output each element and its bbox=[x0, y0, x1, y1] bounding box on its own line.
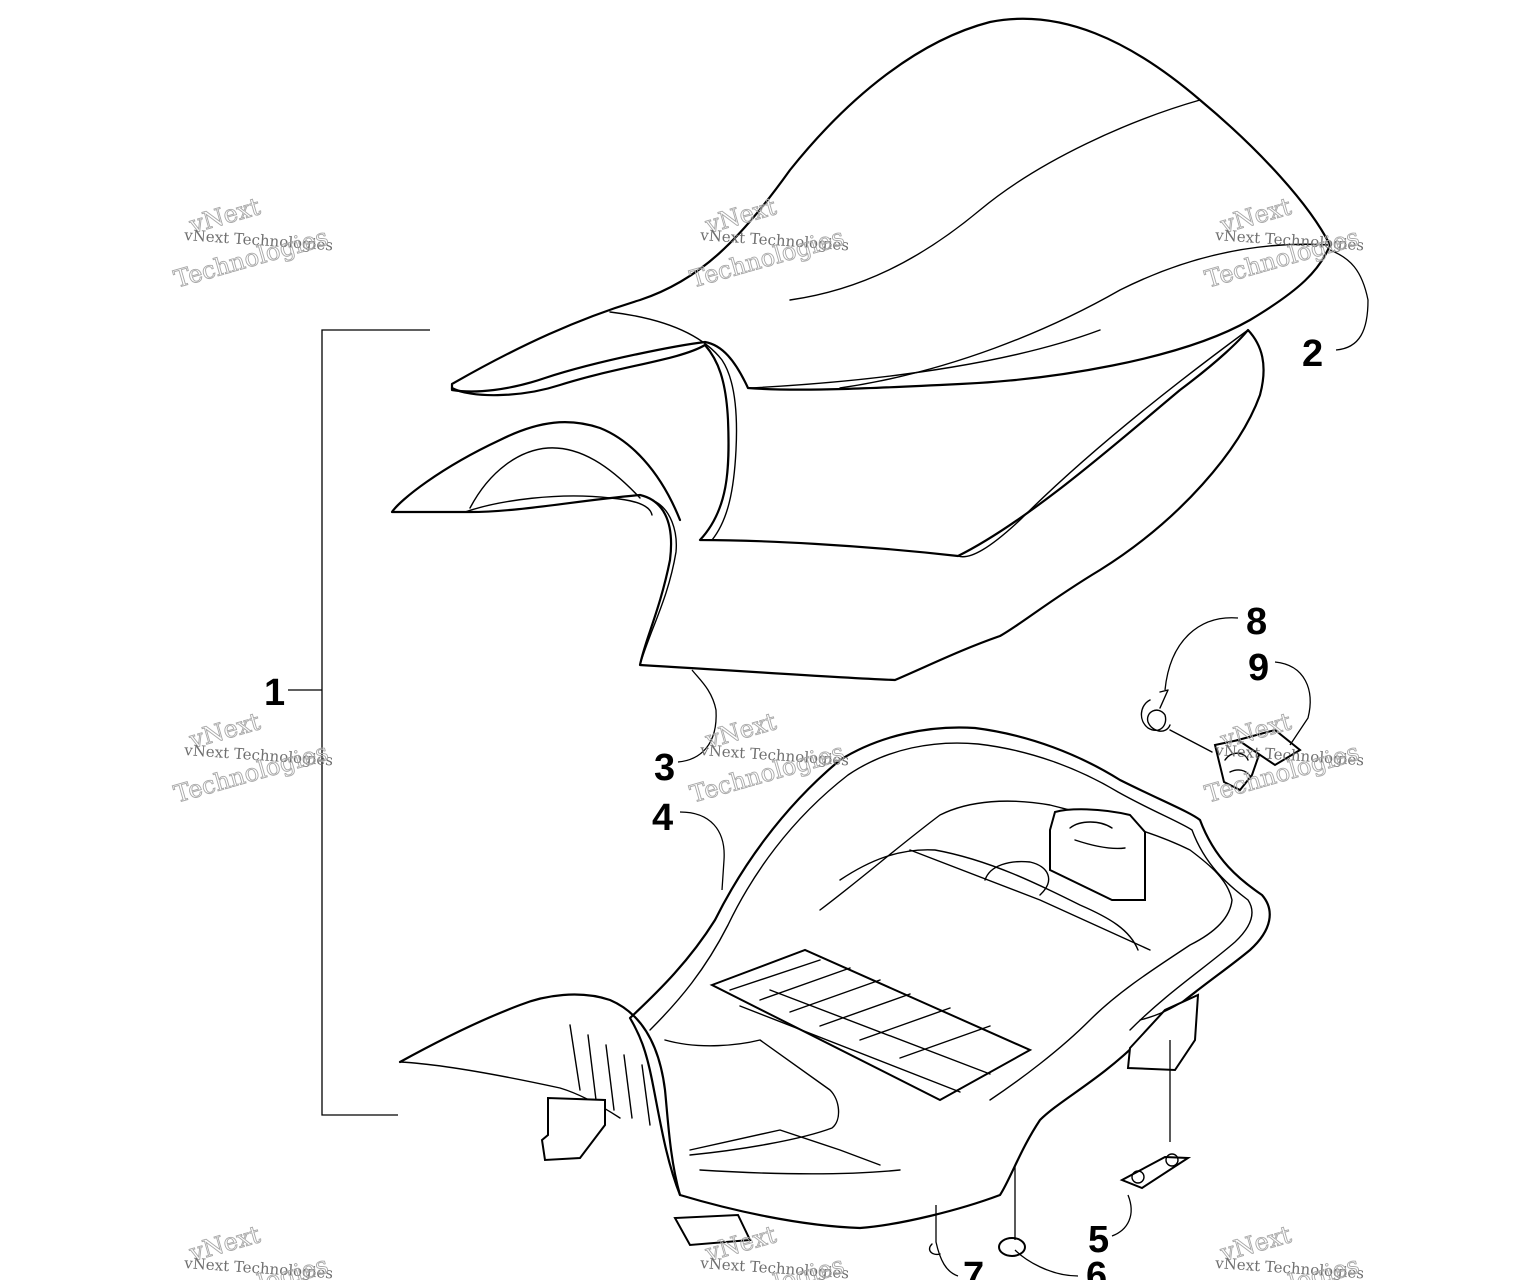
watermarks: vNext vNext Technologies Technologies vN… bbox=[170, 192, 1364, 1280]
seat-pan bbox=[398, 726, 1271, 1247]
seat-cover bbox=[450, 17, 1332, 393]
clip bbox=[928, 1243, 941, 1256]
callout-9: 9 bbox=[1248, 647, 1269, 689]
watermark: vNext vNext Technologies Technologies bbox=[1201, 1220, 1364, 1280]
callout-3: 3 bbox=[654, 747, 675, 789]
watermark: vNext vNext Technologies Technologies bbox=[1201, 707, 1364, 809]
latch-spring bbox=[1140, 689, 1213, 753]
seat-latch bbox=[1213, 728, 1302, 792]
callout-8: 8 bbox=[1246, 601, 1267, 643]
pad bbox=[1119, 1153, 1192, 1190]
callout-1: 1 bbox=[264, 672, 285, 714]
callouts: 1 2 3 4 5 6 7 8 9 bbox=[264, 333, 1323, 1280]
watermark: vNext vNext Technologies Technologies bbox=[170, 192, 333, 294]
watermark: vNext vNext Technologies Technologies bbox=[170, 707, 333, 809]
callout-2: 2 bbox=[1302, 333, 1323, 375]
callout-4: 4 bbox=[652, 797, 673, 839]
seat-base bbox=[390, 311, 1265, 682]
callout-6: 6 bbox=[1086, 1255, 1107, 1280]
leader-lines bbox=[288, 249, 1369, 1277]
callout-5: 5 bbox=[1088, 1219, 1109, 1261]
watermark: vNext vNext Technologies Technologies bbox=[170, 1220, 333, 1280]
watermark: vNext vNext Technologies Technologies bbox=[686, 192, 849, 294]
grommet bbox=[998, 1237, 1026, 1257]
callout-7: 7 bbox=[963, 1255, 984, 1280]
watermark: vNext vNext Technologies Technologies bbox=[1201, 192, 1364, 294]
